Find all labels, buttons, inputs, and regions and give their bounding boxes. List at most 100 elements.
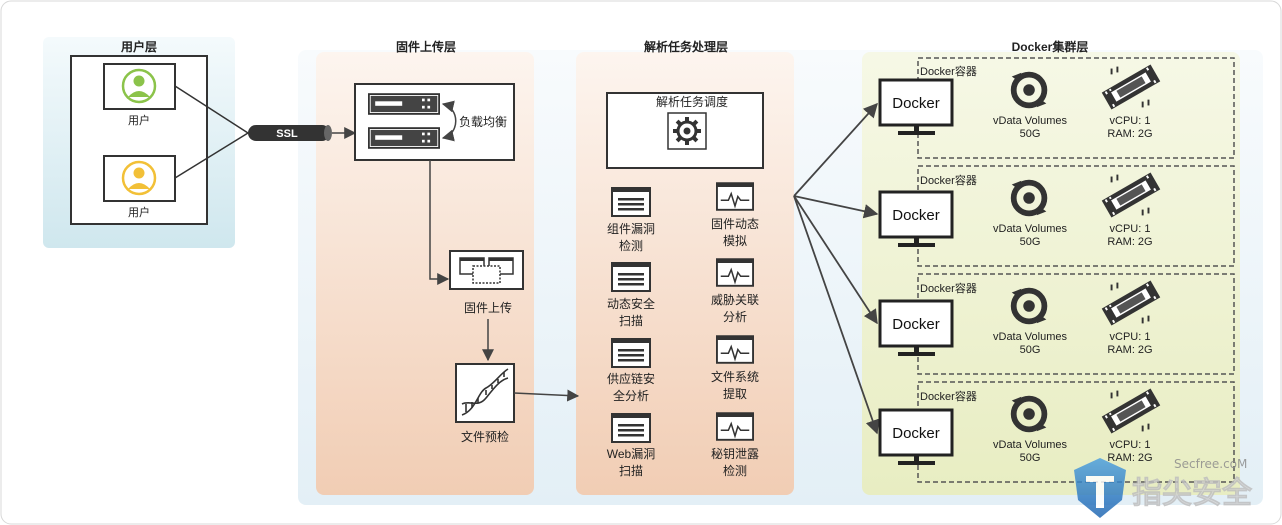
waveform-monitor-icon — [716, 335, 754, 364]
task-web-vuln: Web漏洞 扫描 — [607, 413, 655, 478]
task-filesystem-extract: 文件系统 提取 — [711, 335, 759, 401]
lb-to-upload-arrow — [429, 160, 450, 285]
docker-layer-title: Docker集群层 — [1012, 39, 1089, 54]
watermark-site: Secfree.coM — [1174, 457, 1247, 471]
task-line-2: 提取 — [723, 386, 747, 401]
docker-container-4: Docker容器 Docker vData Volumes 50G vCPU: … — [878, 381, 1235, 483]
task-line-2: 分析 — [723, 310, 747, 324]
analysis-layer-title: 解析任务处理层 — [644, 39, 728, 54]
user-2: 用户 — [103, 155, 176, 219]
task-line-1: 供应链安 — [607, 371, 655, 386]
cpu-spec: vCPU: 1 — [1110, 439, 1151, 451]
file-precheck-label: 文件预检 — [461, 429, 509, 444]
ram-spec: RAM: 2G — [1107, 128, 1152, 140]
ssl-label: SSL — [276, 128, 298, 140]
docker-monitor-icon — [878, 190, 954, 247]
docker-node-label: Docker — [892, 95, 940, 112]
task-line-2: 检测 — [723, 463, 747, 478]
task-threat-correlation: 威胁关联 分析 — [711, 258, 759, 324]
firmware-upload: 固件上传 — [449, 250, 524, 315]
task-line-1: Web漏洞 — [607, 447, 655, 461]
task-line-1: 威胁关联 — [711, 292, 759, 307]
task-line-2: 扫描 — [619, 464, 643, 478]
dispatch-arrows — [793, 102, 880, 435]
watermark-brand: 指尖安全 — [1132, 476, 1253, 511]
waveform-monitor-icon — [716, 258, 754, 287]
file-precheck: 文件预检 — [455, 363, 515, 444]
analysis-task-list-left: 组件漏洞 检测 动态安全 扫描 供应链安 全分析 Web漏洞 扫描 — [607, 187, 655, 478]
ram-spec: RAM: 2G — [1107, 344, 1152, 356]
document-icon — [611, 262, 651, 292]
ram-spec: RAM: 2G — [1107, 452, 1152, 464]
container-title: Docker容器 — [920, 389, 977, 403]
user-yellow-icon — [121, 160, 157, 196]
docker-node-label: Docker — [892, 316, 940, 333]
load-balancer: 负载均衡 — [354, 83, 515, 161]
volume-size: 50G — [1020, 452, 1041, 464]
document-icon — [611, 187, 651, 217]
volume-label: vData Volumes — [993, 439, 1067, 451]
task-line-1: 组件漏洞 — [607, 222, 655, 236]
cpu-spec: vCPU: 1 — [1110, 331, 1151, 343]
task-supply-chain: 供应链安 全分析 — [607, 338, 655, 403]
cpu-spec: vCPU: 1 — [1110, 115, 1151, 127]
analysis-task-list-right: 固件动态 模拟 威胁关联 分析 文件系统 提取 秘钥泄露 检测 — [711, 182, 759, 478]
task-component-vuln: 组件漏洞 检测 — [607, 187, 655, 253]
firmware-upload-label: 固件上传 — [464, 300, 512, 315]
document-icon — [611, 338, 651, 368]
volume-label: vData Volumes — [993, 115, 1067, 127]
server-icon — [368, 127, 440, 149]
upload-windows-icon — [459, 257, 514, 284]
task-line-2: 全分析 — [613, 388, 649, 403]
task-scheduler: 解析任务调度 — [606, 92, 764, 169]
task-line-1: 动态安全 — [607, 296, 655, 311]
user-2-label: 用户 — [128, 205, 150, 219]
user-layer-title: 用户层 — [120, 39, 157, 54]
task-line-2: 扫描 — [619, 314, 643, 328]
docker-node-label: Docker — [892, 425, 940, 442]
task-line-2: 检测 — [619, 238, 643, 253]
waveform-monitor-icon — [716, 182, 754, 211]
gear-icon — [667, 112, 707, 150]
precheck-to-analysis-arrow — [513, 389, 580, 402]
ram-spec: RAM: 2G — [1107, 236, 1152, 248]
task-key-leak: 秘钥泄露 检测 — [711, 412, 759, 478]
volume-size: 50G — [1020, 236, 1041, 248]
user-green-icon — [121, 68, 157, 104]
volume-size: 50G — [1020, 344, 1041, 356]
load-balance-label: 负载均衡 — [459, 115, 507, 129]
container-title: Docker容器 — [920, 281, 977, 295]
volume-label: vData Volumes — [993, 223, 1067, 235]
server-icon — [368, 93, 440, 115]
volume-label: vData Volumes — [993, 331, 1067, 343]
task-dynamic-scan: 动态安全 扫描 — [607, 262, 655, 328]
docker-container-1: Docker容器 Docker vData Volumes 50G vCPU: … — [878, 57, 1235, 159]
docker-monitor-icon — [878, 78, 954, 135]
scheduler-label: 解析任务调度 — [656, 94, 728, 109]
upload-layer-title: 固件上传层 — [396, 39, 456, 54]
sync-arrows-icon — [441, 100, 457, 142]
task-line-1: 固件动态 — [711, 217, 759, 231]
user-1-label: 用户 — [128, 113, 150, 127]
dna-icon — [461, 368, 509, 416]
shield-logo-icon — [1074, 458, 1126, 518]
docker-container-3: Docker容器 Docker vData Volumes 50G vCPU: … — [878, 273, 1235, 375]
docker-monitor-icon — [878, 408, 954, 465]
document-icon — [611, 413, 651, 443]
user-1: 用户 — [103, 63, 176, 127]
volume-size: 50G — [1020, 128, 1041, 140]
container-title: Docker容器 — [920, 173, 977, 187]
task-line-1: 文件系统 — [711, 369, 759, 384]
task-firmware-emulation: 固件动态 模拟 — [711, 182, 759, 248]
task-line-1: 秘钥泄露 — [711, 447, 759, 461]
cpu-spec: vCPU: 1 — [1110, 223, 1151, 235]
waveform-monitor-icon — [716, 412, 754, 441]
container-title: Docker容器 — [920, 64, 977, 78]
user-connector-lines — [174, 85, 249, 179]
docker-container-2: Docker容器 Docker vData Volumes 50G vCPU: … — [878, 165, 1235, 267]
watermark: Secfree.coM 指尖安全 — [1074, 457, 1253, 518]
docker-monitor-icon — [878, 299, 954, 356]
task-line-2: 模拟 — [723, 234, 747, 248]
